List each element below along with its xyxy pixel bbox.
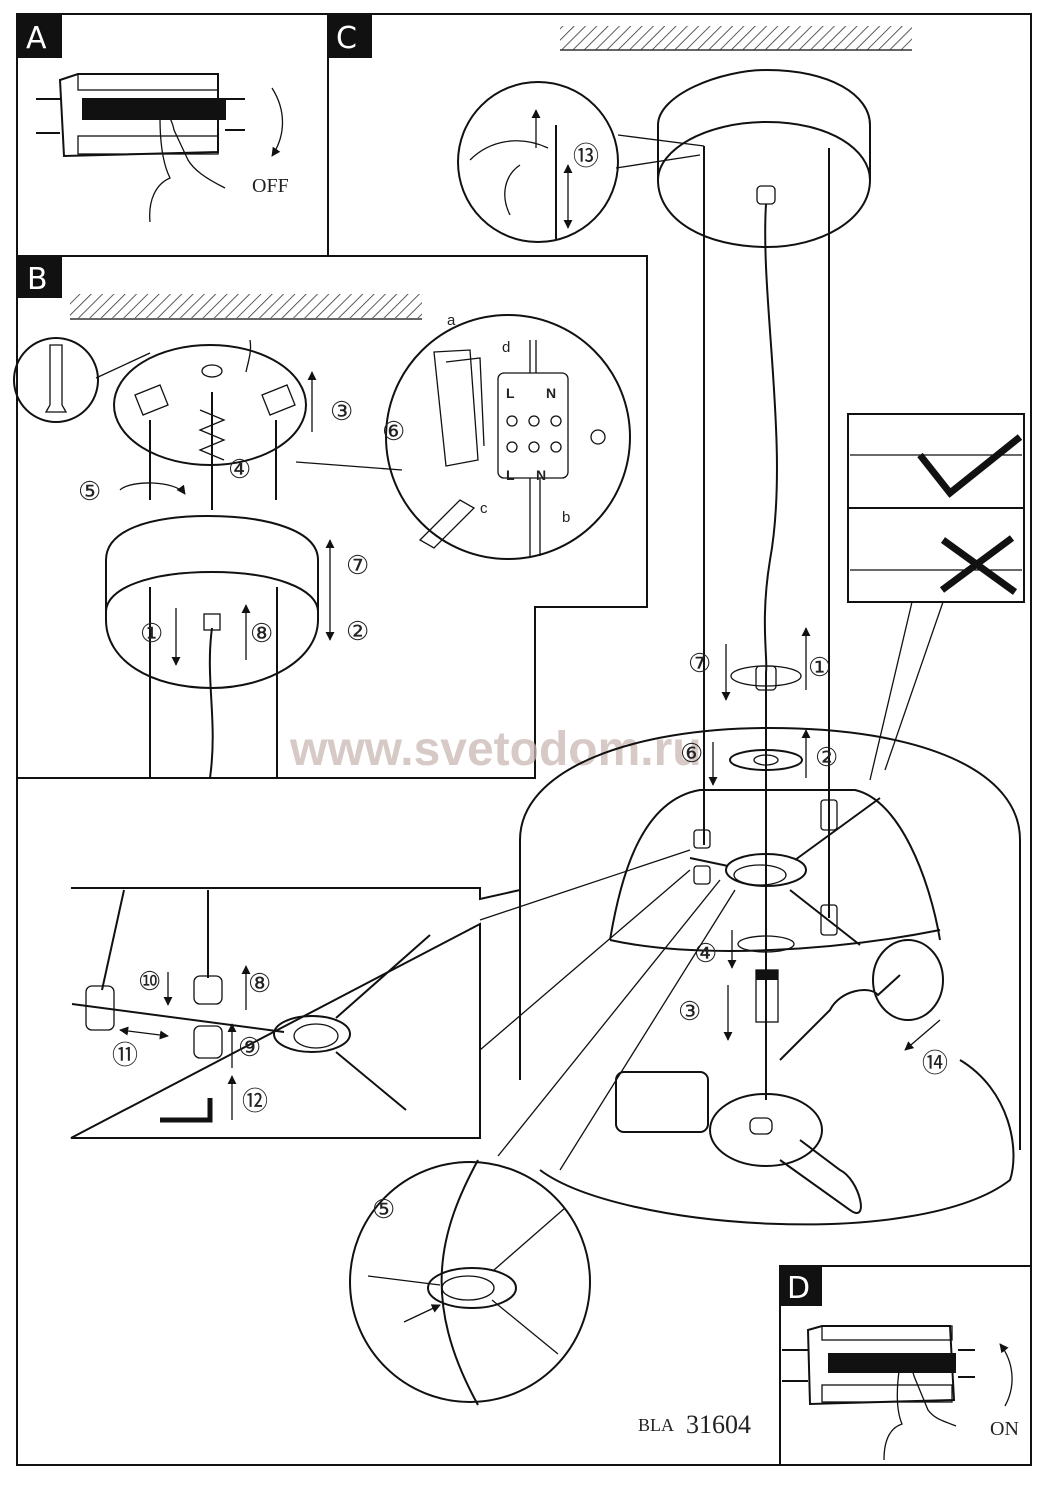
cable-fixing-detail: ⑩ ⑧ ⑪ ⑨ ⑫ [70,887,521,1139]
step-b-8: ⑧ [250,619,273,649]
hand-icon-d [883,1361,957,1461]
step-detail-12: ⑫ [242,1087,268,1117]
terminal-label-live-bottom: L [506,467,515,483]
circuit-breaker-icon [36,73,245,158]
panel-c: C ⑬ ⑦ ① ⑥ [328,14,1025,1406]
lamp-socket-right [779,1139,862,1214]
step-b-6: ⑥ [382,417,405,447]
panel-b-badge [17,256,62,298]
lamp-socket-left [615,1071,709,1133]
panel-a-letter: A [26,21,47,56]
wall-plug-icon [44,344,68,413]
off-label: OFF [252,175,289,197]
terminal-label-neutral-bottom: N [536,467,546,483]
cross-mark-icon [939,535,1018,595]
lamp-base-plate [539,1059,1015,1226]
step-c-7: ⑦ [688,649,711,679]
step-detail-8: ⑧ [248,969,271,999]
ceiling-hatch-c [560,26,912,50]
panel-a: A OFF [17,14,329,257]
watermark: www.svetodom.ru [289,723,702,776]
power-cable-c [763,203,778,1100]
terminal-block [497,372,569,479]
check-mark-icon [917,434,1023,498]
power-cable-b [208,627,214,779]
panel-b: B ③ ④ ⑤ ⑥ L N L N [13,255,648,779]
canopy-c [657,68,871,249]
step-c-4: ④ [694,939,717,969]
on-arrow-icon [999,1343,1013,1407]
wall-plug-detail [13,337,99,423]
detail-letter-b: b [562,509,570,526]
on-label: ON [990,1418,1019,1440]
step-b-1: ① [140,619,163,649]
step-c-13: ⑬ [573,142,599,172]
step-c-2: ② [815,743,838,773]
step-c-6: ⑥ [680,739,703,769]
model-number: 31604 [686,1410,751,1439]
panel-d-letter: D [787,1271,810,1306]
ceiling-hatch [70,294,422,318]
step-c-14: ⑭ [922,1049,948,1079]
off-arrow-icon [271,87,284,157]
light-bulb-icon [872,939,944,1021]
step-b-3: ③ [330,397,353,427]
step-b-2: ② [346,617,369,647]
canopy-b [105,514,319,690]
hand-icon-c [469,140,549,216]
detail-letter-a: a [447,312,456,329]
panel-c-letter: C [336,21,357,56]
shade-ring-top [729,749,803,771]
lamp-shade [519,726,1021,1150]
lamp-socket-bulb [779,974,901,1061]
step-b-4: ④ [228,455,251,485]
mounting-screws [134,384,296,510]
ring-clip-detail [349,1161,591,1403]
terminal-label-neutral-top: N [546,385,556,401]
panel-a-badge [17,14,62,58]
outer-frame [16,13,1032,1466]
model-prefix: BLA [638,1415,674,1435]
earth-symbol-icon [590,429,606,445]
panel-d: D ON [779,1265,1031,1465]
hand-icon [149,113,226,223]
step-b-5: ⑤ [78,477,101,507]
terminal-cover-icon [433,349,485,467]
terminal-block-detail [385,314,631,560]
circuit-breaker-icon-d [782,1325,975,1406]
panel-d-badge [780,1266,822,1306]
socket-hub [709,1093,823,1167]
terminal-label-live-top: L [506,385,515,401]
terminal-detail-callout [295,461,403,471]
step-b-7: ⑦ [346,551,369,581]
step-c-1: ① [808,653,831,683]
step-detail-9: ⑨ [238,1033,261,1063]
step-c-5: ⑤ [372,1195,395,1225]
step-detail-10: ⑩ [138,967,161,997]
screwdriver-icon [418,499,476,549]
detail-letter-c: c [480,500,488,517]
mounting-plate [113,344,307,466]
step-c-3: ③ [678,997,701,1027]
panel-c-badge [328,14,372,58]
panel-b-letter: B [27,262,48,297]
step-detail-11: ⑪ [112,1041,138,1071]
detail-letter-d: d [502,339,510,356]
spider-ring [725,853,807,887]
cable-grip-detail [457,81,619,243]
